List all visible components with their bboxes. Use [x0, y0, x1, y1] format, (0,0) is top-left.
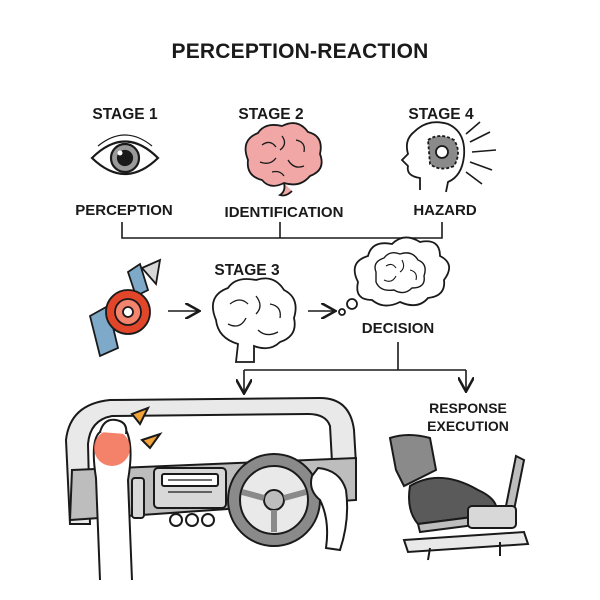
stage3-caption: DECISION: [361, 320, 435, 337]
head-gear-icon: [400, 121, 497, 193]
stage3-label: STAGE 3: [214, 262, 280, 279]
stage2-caption: IDENTIFICATION: [224, 204, 344, 221]
stage2-label: STAGE 2: [238, 106, 304, 123]
brain-outline-icon: [212, 277, 297, 363]
decision-branch-connector: [244, 342, 466, 392]
thought-cloud-brain-icon: [338, 236, 450, 316]
car-dashboard-illustration: [64, 396, 358, 581]
brain-icon: [244, 122, 323, 197]
diagram-title: PERCEPTION-REACTION: [171, 40, 429, 63]
stage1-label: STAGE 1: [92, 106, 158, 123]
target-light-icon: [88, 258, 162, 358]
stage1-caption: PERCEPTION: [75, 202, 173, 219]
response-label-line1: RESPONSE: [429, 400, 507, 416]
brake-pedal-illustration: [388, 434, 530, 561]
stage-bracket-connector: [121, 222, 443, 239]
stage4-label: STAGE 4: [408, 106, 474, 123]
stage4-caption: HAZARD: [413, 202, 477, 219]
response-label-line2: EXECUTION: [427, 418, 509, 434]
eye-icon: [90, 134, 160, 176]
